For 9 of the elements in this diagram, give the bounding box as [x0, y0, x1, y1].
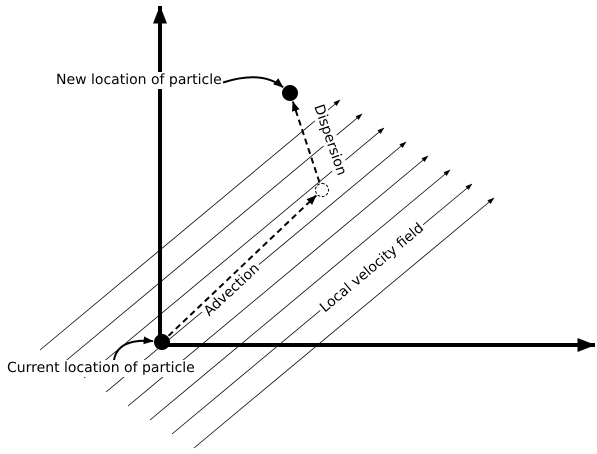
annotation-text: New location of particle [55, 72, 223, 89]
dashed-arrow [168, 194, 317, 337]
annotation-text: Current location of particle [6, 360, 196, 377]
particle-dot [154, 334, 170, 350]
intermediate-position-circle [315, 183, 329, 197]
dashed-arrow [292, 101, 320, 183]
leader-arrow [222, 76, 284, 88]
particle-dot [282, 85, 298, 101]
leader-arrow [113, 336, 154, 360]
